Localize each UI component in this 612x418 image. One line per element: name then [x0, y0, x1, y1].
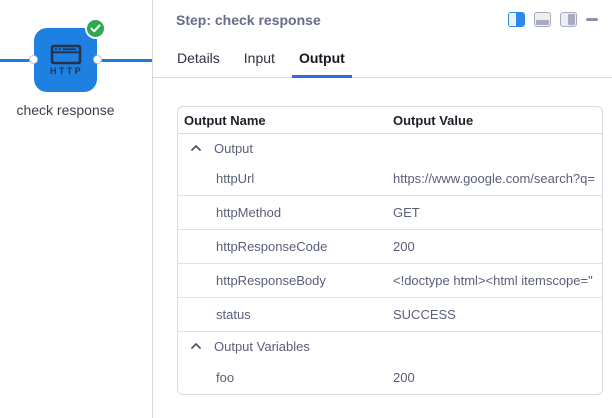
http-type-label: HTTP [49, 66, 84, 76]
panel-header: Step: check response [153, 0, 612, 28]
group-toggle-row[interactable]: Output Variables [178, 332, 602, 360]
output-value: SUCCESS [393, 307, 456, 322]
output-name: status [216, 307, 251, 322]
column-header-output-value: Output Value [393, 112, 474, 128]
node-port-left[interactable] [29, 55, 38, 64]
output-value: 200 [393, 369, 415, 385]
panel-title: Step: check response [176, 12, 321, 28]
output-name: httpResponseCode [216, 239, 328, 254]
output-name: foo [216, 369, 235, 385]
group-toggle-row[interactable]: Output [178, 134, 602, 162]
node-port-right[interactable] [93, 55, 102, 64]
dock-bottom-icon[interactable] [534, 12, 551, 27]
panel-controls [508, 12, 598, 27]
output-row-foo[interactable]: foo 200 [178, 360, 602, 394]
browser-window-icon [50, 44, 81, 65]
output-name: httpUrl [216, 171, 255, 186]
output-row-httpResponseCode[interactable]: httpResponseCode 200 [178, 230, 602, 264]
group-label: Output Variables [214, 338, 310, 354]
output-value: 200 [393, 239, 415, 254]
chevron-up-icon [191, 343, 201, 349]
output-table-header: Output Name Output Value [178, 107, 602, 134]
column-header-output-name: Output Name [184, 112, 266, 128]
output-group: Output httpUrl https://www.google.com/sear… [178, 134, 602, 332]
output-row-status[interactable]: status SUCCESS [178, 298, 602, 332]
output-row-httpMethod[interactable]: httpMethod GET [178, 196, 602, 230]
tab-details[interactable]: Details [177, 50, 220, 66]
output-table-body: Output httpUrl https://www.google.com/sear… [178, 134, 602, 394]
tab-input[interactable]: Input [243, 50, 275, 66]
group-label: Output [214, 140, 254, 156]
workflow-canvas[interactable]: HTTP check response [0, 0, 152, 418]
dock-right-icon[interactable] [560, 12, 577, 27]
step-detail-panel: Step: check response Details Input Outpu… [152, 0, 612, 418]
minimize-icon[interactable] [586, 18, 598, 21]
dock-left-icon[interactable] [508, 12, 525, 27]
chevron-up-icon [191, 145, 201, 151]
output-name: httpResponseBody [216, 273, 326, 288]
success-check-icon [85, 18, 106, 39]
output-value: GET [393, 205, 420, 220]
output-row-httpUrl[interactable]: httpUrl https://www.google.com/search?q= [178, 162, 602, 196]
tab-output[interactable]: Output [291, 50, 352, 78]
output-value: https://www.google.com/search?q= [393, 171, 595, 186]
node-label: check response [16, 102, 115, 118]
output-value: <!doctype html><html itemscope=" [393, 273, 593, 288]
http-node[interactable]: HTTP [29, 18, 106, 92]
output-group: Output Variables foo 200 [178, 332, 602, 394]
output-name: httpMethod [216, 205, 282, 220]
tab-bar: Details Input Output [153, 50, 612, 78]
output-row-httpResponseBody[interactable]: httpResponseBody <!doctype html><html ite… [178, 264, 602, 298]
